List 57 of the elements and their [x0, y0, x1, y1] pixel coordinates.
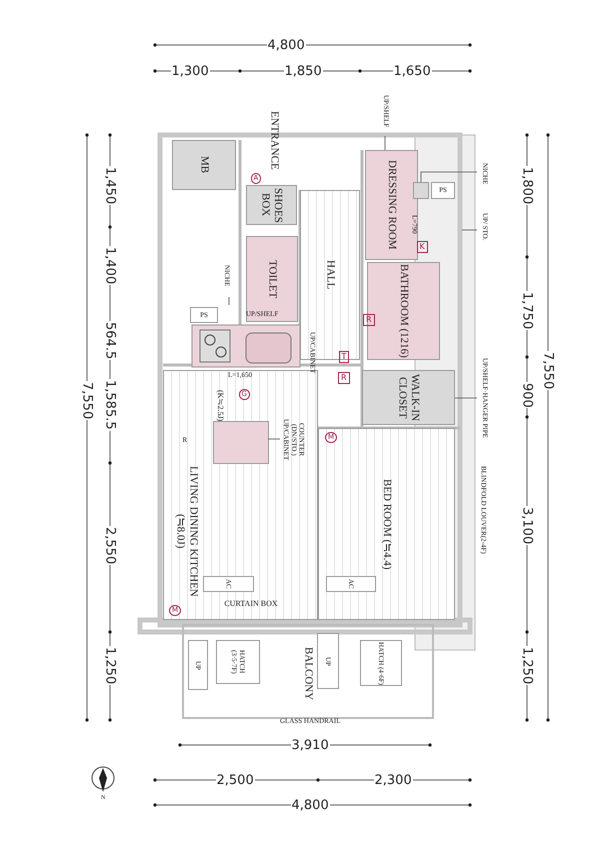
dimension-label: 3,100 — [520, 506, 534, 545]
room-label: DRESSING ROOM — [385, 160, 398, 250]
room-label: SHOES BOX — [258, 187, 284, 223]
dimension-label: 2,500 — [216, 772, 255, 788]
room-label: BED ROOM (≒4.4) — [380, 478, 393, 570]
leader-line — [384, 136, 386, 150]
leader-line — [228, 296, 230, 306]
bedroom-area — [318, 428, 455, 620]
symbol-mark: T — [338, 351, 350, 363]
bathroom — [367, 262, 440, 360]
hatch-area — [216, 640, 260, 684]
toilet-room — [246, 236, 298, 322]
room-label: CURTAIN BOX — [224, 599, 278, 609]
room-label: ENTRANCE — [268, 110, 280, 170]
room-label: BATHROOM (1216) — [397, 264, 410, 358]
ac-unit — [203, 576, 254, 592]
dimension-label: 1,250 — [520, 646, 534, 685]
dimension-label: 4,800 — [290, 798, 330, 812]
room-label: LIVING DINING KITCHEN (≒8.0J) — [174, 464, 200, 598]
hatch-area — [360, 640, 402, 686]
dimension-label: 2,550 — [102, 526, 118, 565]
dimension-label: 2,300 — [374, 772, 413, 788]
dressing-room — [365, 150, 418, 260]
plan-note: (K≒2.5J) — [216, 390, 224, 421]
symbol-mark: R — [338, 372, 350, 384]
room-label: BALCONY — [302, 647, 314, 701]
dimension-label: 1,250 — [102, 646, 118, 685]
pipe-shaft — [190, 307, 218, 323]
dimension-label: 1,650 — [392, 64, 432, 78]
ac-unit — [326, 576, 376, 592]
symbol-mark: R — [363, 314, 375, 326]
shoe-cabinet — [246, 185, 297, 225]
room-label: WALK-IN CLOSET — [396, 372, 422, 423]
leader-line — [420, 172, 478, 182]
dimension-label: 1,300 — [170, 64, 210, 78]
access-panel — [317, 633, 339, 689]
access-panel — [188, 640, 208, 690]
counter-island — [213, 421, 269, 464]
cabinet — [172, 140, 236, 190]
dimension-label: 1,400 — [102, 246, 118, 285]
dimension-label: 1,850 — [284, 64, 323, 78]
dimension-label: 7,550 — [80, 380, 94, 420]
pipe-shaft — [431, 182, 455, 199]
leader-line — [268, 438, 280, 440]
dimension-label: 1,800 — [520, 166, 534, 205]
dimension-label: 1,450 — [102, 166, 118, 205]
symbol-mark: K — [416, 241, 428, 253]
dimension-label: 4,800 — [266, 38, 306, 52]
dimension-label: 1,585.5 — [102, 379, 118, 431]
dimension-label: 7,550 — [540, 350, 556, 390]
room-label: MB — [198, 156, 210, 174]
dimension-label: 1,750 — [520, 290, 534, 330]
niche-box — [413, 182, 429, 199]
dimension-label: 3,910 — [290, 738, 330, 752]
room-label: TOILET — [266, 260, 278, 298]
closet-area — [362, 370, 455, 425]
room-label: HALL — [324, 260, 336, 290]
